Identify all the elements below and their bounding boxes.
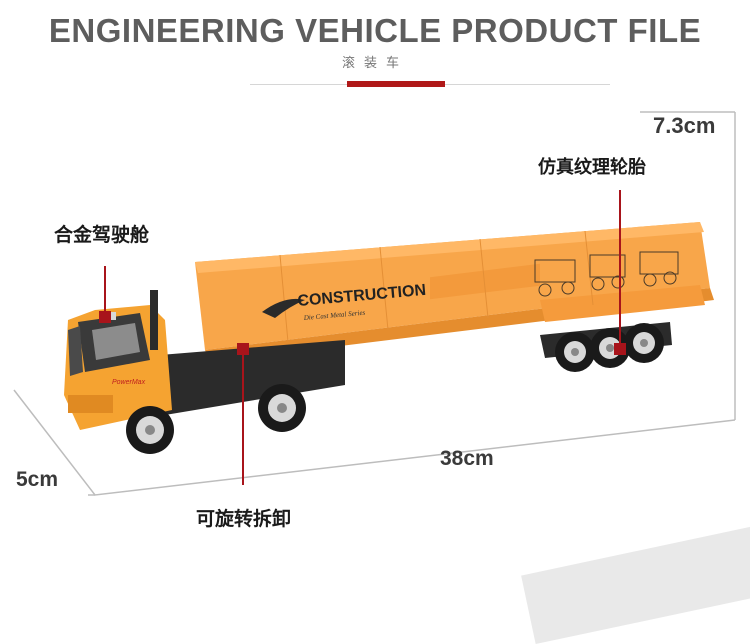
wheel-trailer-3 xyxy=(624,323,664,363)
dimension-box xyxy=(13,111,736,496)
wheel-tractor-rear xyxy=(258,384,306,432)
length-dimension: 38cm xyxy=(440,447,494,470)
detachable-leader-line xyxy=(242,355,244,485)
wheels xyxy=(126,323,664,454)
page-subtitle: 滚装车 xyxy=(341,56,408,71)
wheel-front xyxy=(126,406,174,454)
cockpit-leader-line xyxy=(104,266,106,312)
page-header: ENGINEERING VEHICLE PRODUCT FILE 滚装车 xyxy=(0,0,750,95)
cab-brand: PowerMax xyxy=(112,379,146,386)
detachable-label: 可旋转拆卸 xyxy=(196,508,292,530)
product-scene: CONSTRUCTION Die Cast Metal Series Power… xyxy=(13,111,736,496)
header-accent-bar xyxy=(347,81,445,87)
page-title: ENGINEERING VEHICLE PRODUCT FILE xyxy=(48,12,702,49)
tires-leader-line xyxy=(619,190,621,348)
wheel-trailer-1 xyxy=(555,332,595,372)
width-dimension: 5cm xyxy=(16,468,59,491)
cockpit-marker xyxy=(99,311,111,323)
truck-cab: PowerMax xyxy=(64,290,172,430)
height-dimension: 7.3cm xyxy=(653,113,716,138)
tires-marker xyxy=(614,343,626,355)
machinery-illustration xyxy=(534,251,679,297)
cockpit-label: 合金驾驶舱 xyxy=(54,224,150,246)
tires-label: 仿真纹理轮胎 xyxy=(538,157,646,178)
detachable-marker xyxy=(237,343,249,355)
